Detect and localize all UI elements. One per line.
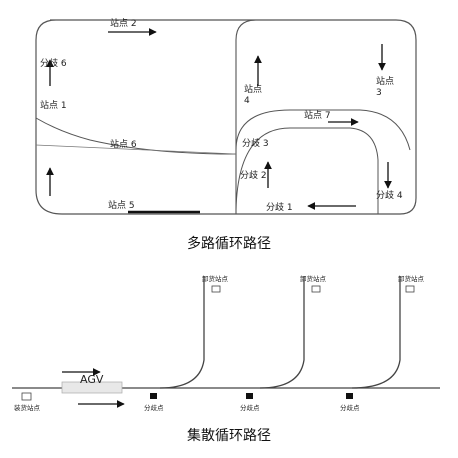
label-station-6: 站点 6 [110, 138, 137, 150]
branch-point-box-3 [346, 393, 353, 399]
label-station-4-line1: 站点 [244, 83, 262, 95]
caption-collect-distribute: 集散循环路径 [187, 427, 271, 444]
branch-point-box-2 [246, 393, 253, 399]
label-station-5: 站点 5 [108, 199, 135, 211]
caption-multi-route: 多路循环路径 [187, 235, 271, 252]
unload-station-box-2 [311, 285, 321, 293]
label-unload-1: 卸货站点 [202, 274, 229, 283]
branch-point-box-1 [150, 393, 157, 399]
label-station-2: 站点 2 [110, 17, 137, 29]
label-station-1: 站点 1 [40, 99, 67, 111]
label-unload-3: 卸货站点 [398, 274, 425, 283]
right-inner-loop [235, 109, 411, 151]
branch-track-3 [351, 276, 401, 389]
center-divider-track [235, 19, 257, 214]
label-branch-b: 分歧点 [240, 403, 260, 412]
label-station-3-line2: 3 [376, 88, 382, 98]
left-mid-curve [35, 144, 237, 155]
unload-station-box-3 [405, 285, 415, 293]
collect-distribute-diagram: AGV 卸货站点 卸货站点 卸货站点 装货站点 分歧点 分歧点 分歧点 集散循环… [12, 274, 440, 444]
branch-track-2 [259, 276, 305, 389]
label-station-7: 站点 7 [304, 109, 331, 121]
agv-label: AGV [80, 373, 104, 386]
branch-track-1 [159, 276, 205, 389]
label-branch-4: 分歧 4 [376, 189, 403, 201]
label-branch-c: 分歧点 [340, 403, 360, 412]
agv-body [61, 381, 123, 394]
label-branch-6: 分歧 6 [40, 57, 67, 69]
load-station-box [21, 392, 32, 401]
left-inner-curve [35, 117, 237, 155]
label-load-station: 装货站点 [14, 403, 41, 412]
label-station-3-line1: 站点 [376, 75, 394, 87]
multi-route-diagram: 站点 2 分歧 6 站点 1 站点 6 站点 5 站点 4 站点 3 站点 7 … [35, 17, 417, 252]
label-station-4-line2: 4 [244, 96, 250, 106]
label-branch-1: 分歧 1 [266, 201, 293, 213]
unload-station-box-1 [211, 285, 221, 293]
label-branch-3: 分歧 3 [242, 137, 269, 149]
label-branch-a: 分歧点 [144, 403, 164, 412]
right-lower-loop [235, 127, 379, 214]
label-unload-2: 卸货站点 [300, 274, 327, 283]
outer-track [35, 19, 417, 215]
label-branch-2: 分歧 2 [240, 169, 267, 181]
